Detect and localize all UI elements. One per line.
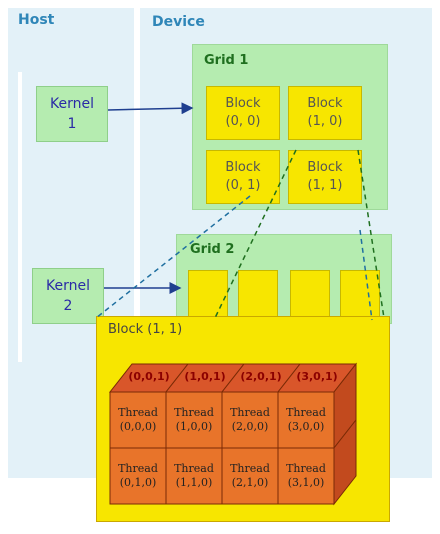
host-timeline bbox=[18, 72, 22, 362]
block-label: Block bbox=[307, 96, 343, 111]
thread-name: Thread bbox=[230, 406, 270, 419]
block-label: Block bbox=[225, 160, 261, 175]
kernel-1-arrow bbox=[107, 102, 194, 115]
kernel-2-label: Kernel bbox=[46, 278, 90, 294]
kernel-2-number: 2 bbox=[63, 298, 73, 314]
thread-label: Thread(1,0,0) bbox=[166, 406, 222, 434]
thread-index: (2,0,0) bbox=[231, 420, 269, 433]
grid-2-block bbox=[238, 270, 278, 318]
thread-label: Thread(1,1,0) bbox=[166, 462, 222, 490]
connector-line bbox=[357, 149, 385, 319]
thread-index: (2,1,0) bbox=[231, 476, 269, 489]
grid-1-block-1-0: Block (1, 0) bbox=[288, 86, 362, 140]
thread-name: Thread bbox=[286, 462, 326, 475]
block-index: (0, 1) bbox=[225, 178, 261, 193]
block-detail-title: Block (1, 1) bbox=[108, 322, 183, 337]
block-index: (1, 0) bbox=[307, 114, 343, 129]
connector-line bbox=[213, 149, 297, 321]
thread-label: Thread(3,1,0) bbox=[278, 462, 334, 490]
kernel-1: Kernel 1 bbox=[36, 86, 108, 142]
thread-name: Thread bbox=[286, 406, 326, 419]
block-label: Block bbox=[225, 96, 261, 111]
kernel-1-label: Kernel bbox=[50, 96, 94, 112]
grid-1-block-1-1: Block (1, 1) bbox=[288, 150, 362, 204]
thread-name: Thread bbox=[174, 462, 214, 475]
thread-index: (3,1,0) bbox=[287, 476, 325, 489]
device-title: Device bbox=[152, 14, 205, 30]
block-label: Block bbox=[307, 160, 343, 175]
thread-name: Thread bbox=[174, 406, 214, 419]
grid-2-block bbox=[340, 270, 380, 318]
grid-2-title: Grid 2 bbox=[190, 242, 235, 257]
thread-label: Thread(2,0,0) bbox=[222, 406, 278, 434]
thread-name: Thread bbox=[118, 462, 158, 475]
thread-cube-front-face bbox=[277, 447, 335, 505]
thread-top-label: (1,0,1) bbox=[184, 370, 226, 383]
thread-name: Thread bbox=[118, 406, 158, 419]
thread-index: (1,0,0) bbox=[175, 420, 213, 433]
thread-cube bbox=[108, 362, 358, 506]
connector-line bbox=[95, 195, 251, 319]
thread-label: Thread(0,1,0) bbox=[110, 462, 166, 490]
thread-label: Thread(3,0,0) bbox=[278, 406, 334, 434]
thread-top-label: (2,0,1) bbox=[240, 370, 282, 383]
grid-1-title: Grid 1 bbox=[204, 53, 249, 68]
thread-top-label: (3,0,1) bbox=[296, 370, 338, 383]
grid-1-block-0-0: Block (0, 0) bbox=[206, 86, 280, 140]
block-index: (0, 0) bbox=[225, 114, 261, 129]
thread-label: Thread(0,0,0) bbox=[110, 406, 166, 434]
thread-label: Thread(2,1,0) bbox=[222, 462, 278, 490]
kernel-2: Kernel 2 bbox=[32, 268, 104, 324]
block-index: (1, 1) bbox=[307, 178, 343, 193]
grid-2-block bbox=[290, 270, 330, 318]
connector-line bbox=[359, 229, 373, 321]
thread-index: (0,1,0) bbox=[119, 476, 157, 489]
thread-top-label: (0,0,1) bbox=[128, 370, 170, 383]
kernel-1-number: 1 bbox=[67, 116, 77, 132]
host-title: Host bbox=[18, 12, 55, 28]
grid-1-block-0-1: Block (0, 1) bbox=[206, 150, 280, 204]
thread-index: (3,0,0) bbox=[287, 420, 325, 433]
thread-index: (1,1,0) bbox=[175, 476, 213, 489]
thread-index: (0,0,0) bbox=[119, 420, 157, 433]
thread-name: Thread bbox=[230, 462, 270, 475]
